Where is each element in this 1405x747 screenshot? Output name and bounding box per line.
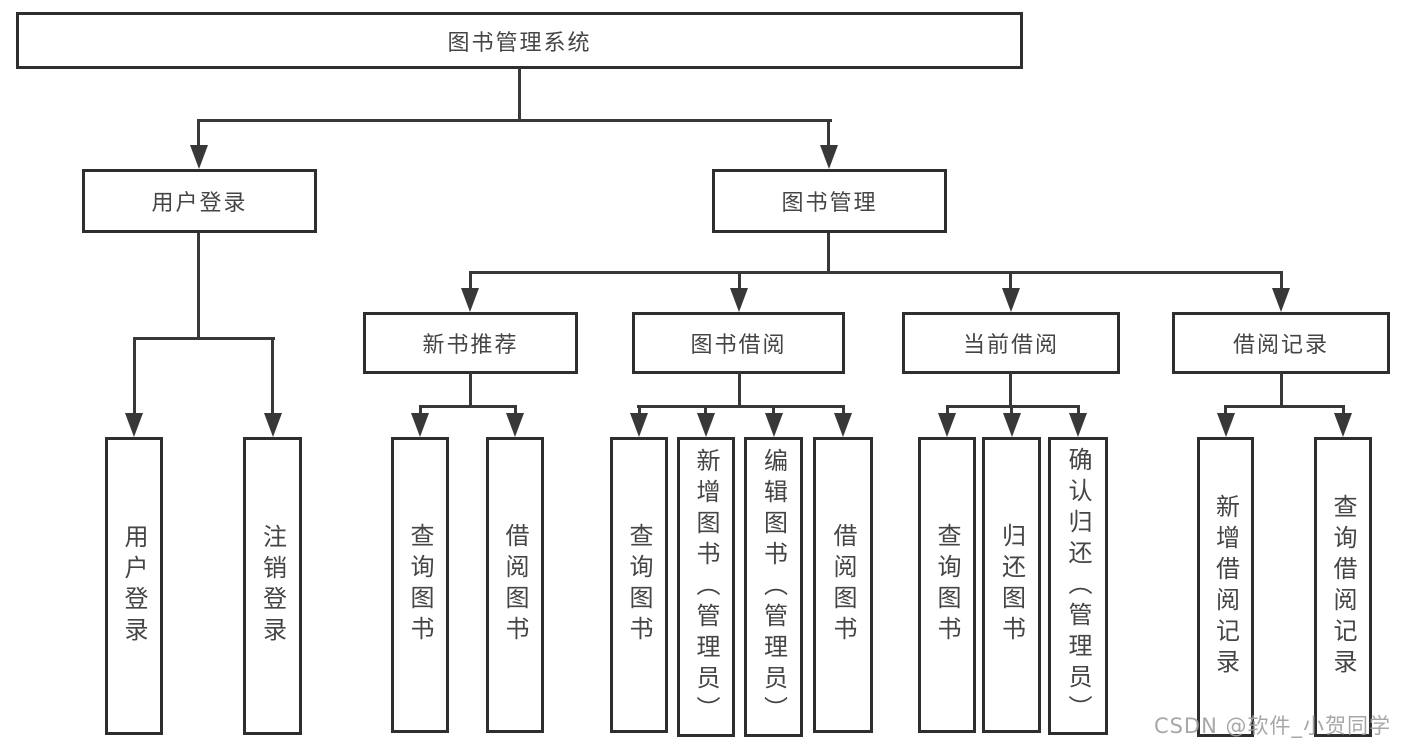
node-root-system: 图书管理系统 bbox=[16, 12, 1023, 69]
connector-m1-c1 bbox=[419, 405, 422, 419]
leaf-query-books-recommend: 查询图书 bbox=[391, 437, 449, 733]
arrow-down-icon bbox=[765, 413, 783, 437]
connector-m2-c3 bbox=[772, 405, 775, 419]
connector-to-logout-leaf bbox=[271, 337, 274, 417]
connector-root-hline bbox=[198, 119, 832, 122]
node-user-login: 用户登录 bbox=[82, 169, 317, 233]
leaf-add-books-admin: 新增图书（管理员） bbox=[677, 437, 735, 737]
connector-m1-stub bbox=[469, 372, 472, 408]
node-current-borrow: 当前借阅 bbox=[902, 312, 1120, 374]
arrow-down-icon bbox=[1272, 288, 1290, 312]
node-new-book-recommend: 新书推荐 bbox=[363, 312, 578, 374]
leaf-user-login: 用户登录 bbox=[105, 437, 163, 735]
node-borrow-records: 借阅记录 bbox=[1172, 312, 1390, 374]
connector-to-module-4 bbox=[1280, 271, 1283, 293]
arrow-down-icon bbox=[730, 288, 748, 312]
leaf-add-borrow-record: 新增借阅记录 bbox=[1197, 437, 1254, 737]
leaf-confirm-return-admin: 确认归还（管理员） bbox=[1048, 437, 1108, 735]
leaf-logout: 注销登录 bbox=[243, 437, 302, 735]
leaf-borrow-books: 借阅图书 bbox=[813, 437, 873, 733]
arrow-down-icon bbox=[461, 288, 479, 312]
connector-to-login-leaf bbox=[133, 337, 136, 417]
connector-mgmt-hline bbox=[469, 271, 1283, 274]
leaf-query-borrow-record: 查询借阅记录 bbox=[1314, 437, 1372, 737]
connector-m4-c1 bbox=[1224, 405, 1227, 419]
connector-m2-hline bbox=[637, 405, 845, 408]
node-book-management: 图书管理 bbox=[712, 169, 947, 233]
arrow-down-icon bbox=[1003, 413, 1021, 437]
connector-m2-stub bbox=[738, 372, 741, 408]
connector-to-module-1 bbox=[469, 271, 472, 293]
connector-to-module-2 bbox=[738, 271, 741, 293]
arrow-down-icon bbox=[1069, 413, 1087, 437]
connector-m1-hline bbox=[419, 405, 517, 408]
leaf-return-books: 归还图书 bbox=[982, 437, 1041, 733]
leaf-edit-books-admin: 编辑图书（管理员） bbox=[744, 437, 803, 737]
arrow-down-icon bbox=[190, 145, 208, 169]
watermark: CSDN @软件_小贺同学 bbox=[1153, 714, 1391, 738]
connector-m3-c1 bbox=[946, 405, 949, 419]
connector-to-book-mgmt bbox=[827, 119, 830, 149]
connector-m4-hline bbox=[1224, 405, 1344, 408]
node-book-borrow: 图书借阅 bbox=[632, 312, 845, 374]
connector-to-module-3 bbox=[1009, 271, 1012, 293]
leaf-borrow-books-recommend: 借阅图书 bbox=[486, 437, 544, 733]
connector-m4-stub bbox=[1280, 372, 1283, 408]
leaf-query-books-current: 查询图书 bbox=[918, 437, 976, 733]
connector-m1-c2 bbox=[514, 405, 517, 419]
connector-m3-c3 bbox=[1077, 405, 1080, 419]
connector-m2-c2 bbox=[704, 405, 707, 419]
connector-m2-c1 bbox=[638, 405, 641, 419]
arrow-down-icon bbox=[125, 413, 143, 437]
arrow-down-icon bbox=[630, 413, 648, 437]
connector-mgmt-stub bbox=[827, 233, 830, 274]
connector-m3-c2 bbox=[1010, 405, 1013, 419]
connector-m2-c4 bbox=[842, 405, 845, 419]
connector-m3-stub bbox=[1009, 372, 1012, 408]
arrow-down-icon bbox=[1334, 413, 1352, 437]
arrow-down-icon bbox=[264, 413, 282, 437]
arrow-down-icon bbox=[938, 413, 956, 437]
connector-root-stub bbox=[518, 68, 521, 122]
arrow-down-icon bbox=[1002, 288, 1020, 312]
connector-m4-c2 bbox=[1342, 405, 1345, 419]
connector-user-stub bbox=[197, 233, 200, 340]
connector-to-user-login bbox=[197, 119, 200, 149]
arrow-down-icon bbox=[820, 145, 838, 169]
leaf-query-books-borrow: 查询图书 bbox=[610, 437, 668, 733]
arrow-down-icon bbox=[506, 413, 524, 437]
arrow-down-icon bbox=[834, 413, 852, 437]
arrow-down-icon bbox=[411, 413, 429, 437]
connector-user-hline bbox=[133, 337, 275, 340]
arrow-down-icon bbox=[697, 413, 715, 437]
arrow-down-icon bbox=[1217, 413, 1235, 437]
